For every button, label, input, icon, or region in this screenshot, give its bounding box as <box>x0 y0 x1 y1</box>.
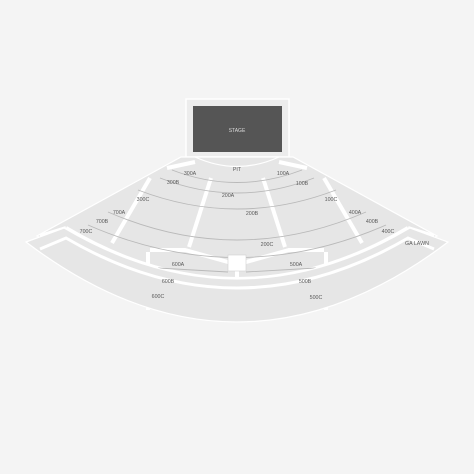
section-400a-label[interactable]: 400A <box>349 210 362 216</box>
sound-booth[interactable] <box>227 254 247 272</box>
stage-label: STAGE <box>229 128 246 134</box>
section-300a-label[interactable]: 300A <box>184 171 197 177</box>
section-300c-label[interactable]: 300C <box>137 197 150 203</box>
section-500c-label[interactable]: 500C <box>310 295 323 301</box>
section-pit[interactable] <box>194 156 280 168</box>
section-600b-label[interactable]: 600B <box>162 279 175 285</box>
lawn-inner-band <box>39 236 435 290</box>
section-500b-label[interactable]: 500B <box>299 279 312 285</box>
section-300b-label[interactable]: 300B <box>167 180 180 186</box>
section-ga-lawn[interactable] <box>24 227 450 323</box>
section-100b-label[interactable]: 100B <box>296 181 309 187</box>
section-700b-label[interactable]: 700B <box>96 219 109 225</box>
pit-label: PIT <box>233 167 242 173</box>
section-labels: 100A 100B 100C 200A 200B 200C 300A 300B … <box>80 171 395 301</box>
section-200b-label[interactable]: 200B <box>246 211 259 217</box>
section-400b-label[interactable]: 400B <box>366 219 379 225</box>
stage[interactable] <box>193 106 282 152</box>
section-600a-label[interactable]: 600A <box>172 262 185 268</box>
section-500a-label[interactable]: 500A <box>290 262 303 268</box>
section-100a-label[interactable]: 100A <box>277 171 290 177</box>
section-200a-label[interactable]: 200A <box>222 193 235 199</box>
section-200c-label[interactable]: 200C <box>261 242 274 248</box>
section-600c-label[interactable]: 600C <box>152 294 165 300</box>
stage-area: STAGE <box>185 98 290 158</box>
section-100c-label[interactable]: 100C <box>325 197 338 203</box>
section-700c-label[interactable]: 700C <box>80 229 93 235</box>
ga-lawn-label: GA LAWN <box>405 241 429 247</box>
section-700a-label[interactable]: 700A <box>113 210 126 216</box>
section-400c-label[interactable]: 400C <box>382 229 395 235</box>
